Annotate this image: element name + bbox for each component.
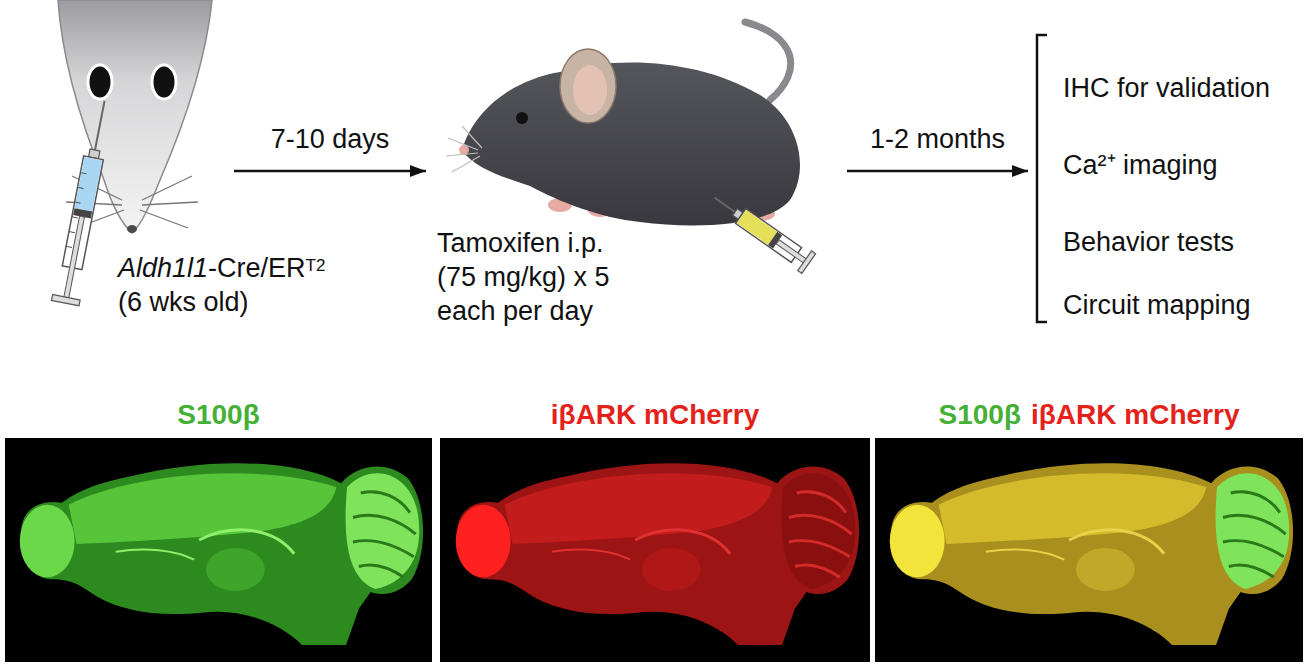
image-panel: iβARK mCherry (440, 395, 870, 664)
image-panel (5, 438, 432, 662)
bracket (1037, 35, 1047, 322)
node-text: Circuit mapping (1063, 290, 1251, 320)
text-line: IHC for validation (1063, 72, 1270, 104)
node-text: iβARK mCherry (1031, 399, 1239, 430)
syringe (708, 188, 816, 274)
image-panel: S100β iβARK mCherry (875, 395, 1303, 664)
syringe (51, 98, 118, 306)
text-line: Circuit mapping (1063, 289, 1251, 321)
text-line: S100β iβARK mCherry (875, 399, 1303, 431)
flow-arrow (847, 170, 1028, 173)
edge-label: 7-10 days (271, 124, 390, 154)
image-panel (875, 438, 1303, 662)
image-panel: S100β (5, 395, 432, 664)
text-line: Aldh1l1-Cre/ERT2 (118, 252, 325, 284)
mouse (446, 22, 800, 226)
node-text: Tamoxifen i.p. (75 mg/kg) x 5 each per d… (437, 228, 610, 326)
text-line: Behavior tests (1063, 226, 1234, 258)
brain-section (20, 463, 423, 645)
text-line: Ca²⁺ imaging (1063, 149, 1218, 181)
edge-label-line: 7-10 days (271, 123, 390, 155)
node-text: Ca²⁺ imaging (1063, 150, 1218, 180)
node-text: Aldh1l1 (118, 253, 208, 283)
tamoxifen-stage: Tamoxifen i.p. (75 mg/kg) x 5 each per d… (428, 15, 845, 333)
node-text: IHC for validation (1063, 73, 1270, 103)
node-text: iβARK mCherry (551, 399, 759, 430)
node-text: -Cre/ER (208, 253, 306, 283)
edge-label: 1-2 months (870, 124, 1005, 154)
text-line: iβARK mCherry (440, 399, 870, 431)
brain-section (890, 463, 1293, 645)
brain-section (456, 463, 859, 645)
node-text: T2 (306, 256, 326, 275)
edge-label-line: 1-2 months (870, 123, 1005, 155)
node-text: S100β (177, 399, 259, 430)
node-text: (6 wks old) (118, 287, 249, 317)
flow-arrow (234, 170, 426, 173)
text-line: (6 wks old) (118, 286, 249, 318)
image-panel (440, 438, 870, 662)
mouse-head (58, 0, 212, 233)
text-line: S100β (5, 399, 432, 431)
injection-stage: Aldh1l1-Cre/ERT2(6 wks old) (40, 0, 350, 332)
text-line: Tamoxifen i.p. (75 mg/kg) x 5 each per d… (437, 226, 627, 328)
node-text: Behavior tests (1063, 227, 1234, 257)
readout-list: IHC for validationCa²⁺ imagingBehavior t… (1030, 30, 1308, 330)
node-text: S100β (939, 399, 1021, 430)
